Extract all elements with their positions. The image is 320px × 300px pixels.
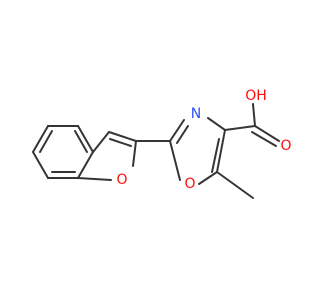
double-bond [109,138,132,147]
bond [198,171,218,185]
bond [224,125,256,131]
bond [77,177,112,181]
bond [108,131,137,142]
bond [169,119,185,142]
oxazole-ring [169,117,226,185]
furan-oxygen-label: O [116,172,127,188]
bond [216,129,226,173]
bond [92,131,110,153]
nitrogen-label: N [191,106,201,122]
double-bond [211,138,220,173]
bond [77,151,94,179]
bond [207,117,226,131]
double-bond [176,125,189,144]
bond [169,140,181,181]
bond [32,151,49,179]
bond [77,125,94,153]
double-bond [74,130,88,153]
carboxylic-acid-group [224,103,280,147]
molecule-structure: O N O OH O [32,88,292,199]
bond [32,125,49,153]
methyl-bond [216,171,254,199]
double-bond [251,131,277,147]
molecule-canvas: O N O OH O [32,88,292,199]
furan-ring [77,131,137,181]
bond [252,103,256,127]
carbonyl-oxygen-label: O [280,138,291,154]
oxazole-oxygen-label: O [184,176,195,192]
hydroxyl-label: OH [245,88,267,104]
bond [254,125,280,142]
benzene-ring [32,125,94,179]
double-bond [39,130,53,153]
bond [132,140,137,167]
